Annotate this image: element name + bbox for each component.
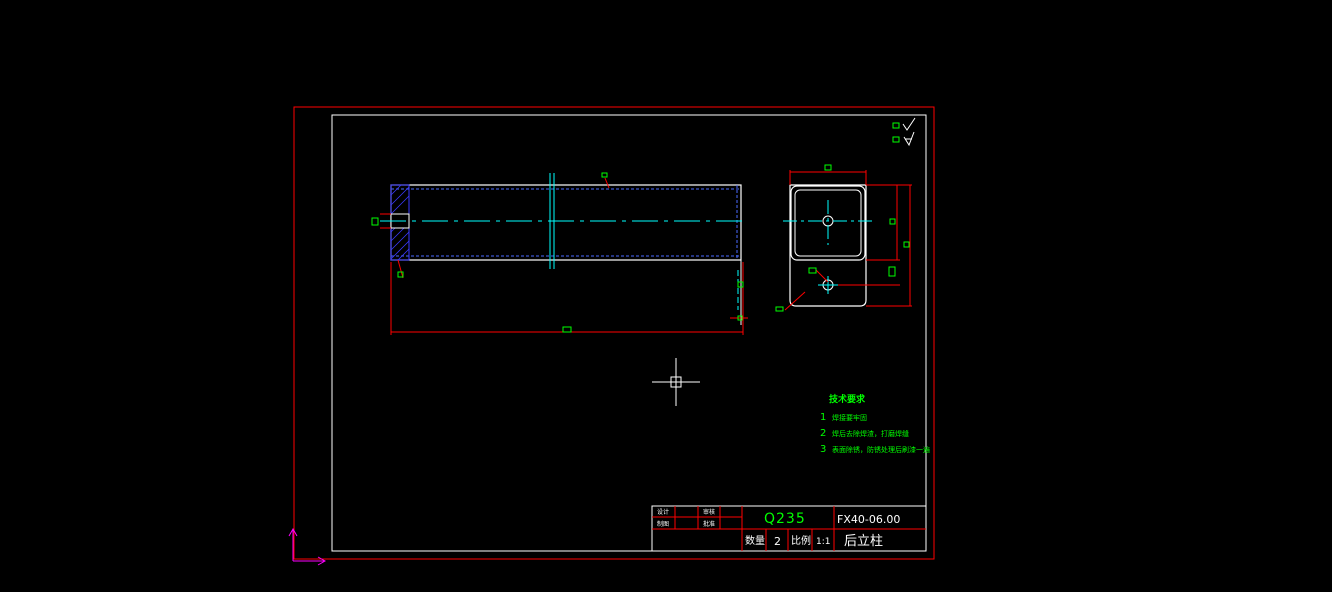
- drafter-label: 制图: [657, 520, 669, 528]
- tech-req-text-2: 焊后去除焊渣，打磨焊缝: [832, 429, 909, 438]
- scale-label: 比例: [791, 534, 811, 547]
- drawing-number: FX40-06.00: [837, 513, 900, 526]
- side-view-dimensions: [784, 170, 912, 311]
- scale-value: 1:1: [816, 537, 830, 547]
- sheet-border: [293, 106, 935, 560]
- material-value: Q235: [764, 511, 806, 527]
- qty-label: 数量: [745, 534, 765, 547]
- title-block: 设计 审核 制图 批准 Q235 FX40-06.00 数量 2 比例 1:1 …: [651, 505, 927, 552]
- crosshair-cursor-icon[interactable]: [652, 358, 700, 406]
- tech-requirements: 技术要求 1 焊接要牢固 2 焊后去除焊渣，打磨焊缝 3 表面除锈，防锈处理后刷…: [820, 393, 930, 455]
- tech-req-heading: 技术要求: [829, 393, 866, 405]
- tech-req-num-1: 1: [820, 412, 826, 423]
- side-view: [783, 184, 873, 307]
- tech-req-text-1: 焊接要牢固: [832, 413, 867, 422]
- qty-value: 2: [774, 535, 781, 548]
- part-name: 后立柱: [844, 534, 883, 549]
- designer-label: 设计: [657, 508, 669, 516]
- front-view-dim-text: [371, 172, 744, 333]
- drawing-frame: [331, 114, 927, 552]
- approver-label: 批准: [703, 520, 715, 528]
- tech-req-num-3: 3: [820, 444, 826, 455]
- roughness-symbols: [892, 117, 916, 147]
- front-view: [380, 173, 748, 325]
- ucs-axis-icon: [288, 527, 327, 566]
- tech-req-text-3: 表面除锈，防锈处理后刷漆一遍: [832, 445, 930, 454]
- tech-req-num-2: 2: [820, 428, 826, 439]
- side-view-dim-text: [775, 164, 910, 312]
- checker-label: 审核: [703, 508, 715, 516]
